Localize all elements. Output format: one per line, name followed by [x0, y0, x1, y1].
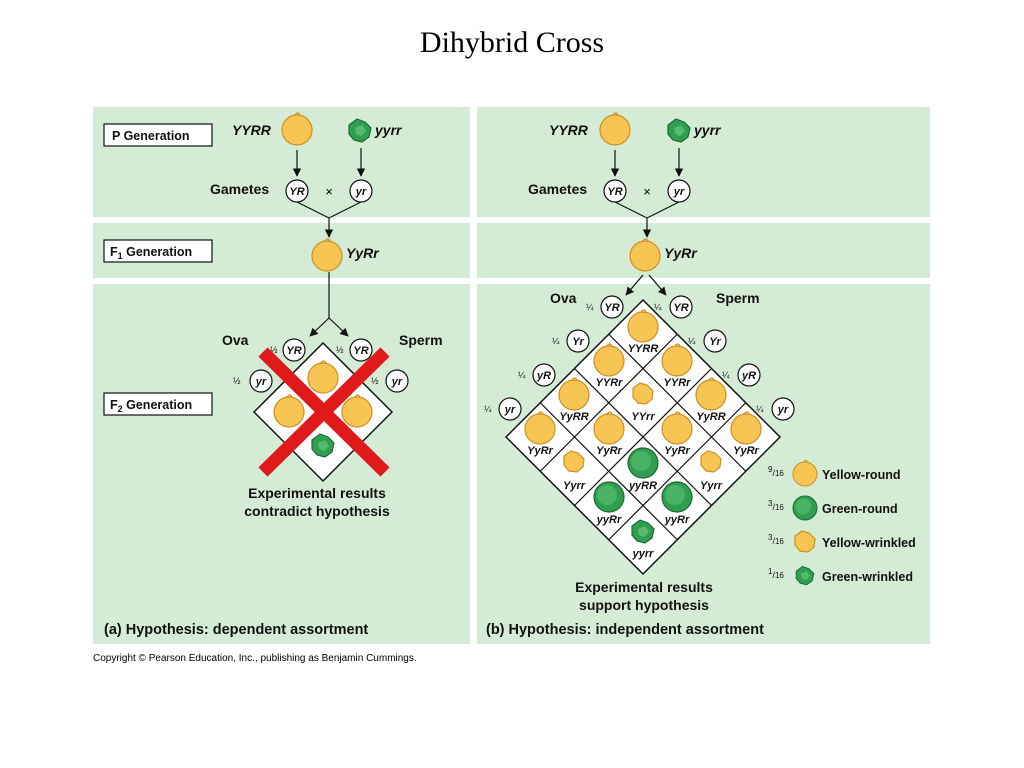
- p-generation-label: P Generation: [103, 123, 213, 147]
- svg-text:support hypothesis: support hypothesis: [579, 597, 709, 613]
- cell-genotype: YYRr: [664, 377, 692, 389]
- svg-text:yr: yr: [391, 376, 403, 388]
- svg-text:YR: YR: [607, 186, 622, 198]
- cell-genotype: YYRR: [628, 343, 659, 355]
- f1-generation-label: F1 Generation: [103, 239, 213, 263]
- svg-text:YR: YR: [286, 345, 301, 357]
- cell-genotype: YyRR: [696, 411, 725, 423]
- svg-text:¼: ¼: [722, 370, 730, 380]
- green-round-pea-icon: [661, 481, 693, 513]
- cell-genotype: Yyrr: [700, 480, 723, 492]
- svg-text:yr: yr: [673, 186, 685, 198]
- panel-a-p-cross: YYRR yyrr Gametes YR × yr: [210, 112, 403, 238]
- red-x-mark-icon: [258, 347, 390, 477]
- cell-genotype: yyRr: [596, 514, 622, 526]
- svg-text:YR: YR: [673, 302, 688, 314]
- svg-text:YyRr: YyRr: [664, 245, 698, 261]
- svg-text:3/16: 3/16: [768, 499, 784, 512]
- panel-a-f1: YyRr: [311, 238, 380, 272]
- svg-text:Sperm: Sperm: [716, 290, 760, 306]
- svg-text:(b)Hypothesis: independent ass: (b)Hypothesis: independent assortment: [486, 622, 764, 638]
- panel-a-f2: Ova Sperm ½ YR ½ YR ½ yr ½ yr Experiment…: [104, 272, 443, 638]
- panel-b-f1: YyRr: [625, 238, 698, 296]
- copyright-notice: Copyright © Pearson Education, Inc., pub…: [93, 653, 417, 664]
- svg-text:yR: yR: [536, 370, 551, 382]
- svg-text:Yr: Yr: [572, 336, 584, 348]
- panel-b-p-cross: YYRR yyrr Gametes YR × yr: [528, 112, 722, 238]
- svg-text:Yellow-wrinkled: Yellow-wrinkled: [822, 536, 916, 550]
- page-title: Dihybrid Cross: [419, 26, 605, 59]
- svg-text:contradict hypothesis: contradict hypothesis: [244, 503, 390, 519]
- svg-text:yr: yr: [255, 376, 267, 388]
- svg-text:1/16: 1/16: [768, 567, 784, 580]
- svg-text:YR: YR: [353, 345, 368, 357]
- svg-text:¼: ¼: [688, 336, 696, 346]
- svg-text:¼: ¼: [756, 404, 764, 414]
- svg-text:Experimental results: Experimental results: [248, 485, 386, 501]
- f2-generation-label: F2 Generation: [103, 392, 213, 416]
- cell-genotype: YyRR: [559, 411, 588, 423]
- panel-a-f2-generation: [93, 284, 470, 644]
- cell-genotype: Yyrr: [563, 480, 586, 492]
- svg-text:yr: yr: [355, 186, 367, 198]
- cell-genotype: yyrr: [632, 548, 655, 560]
- svg-text:P Generation: P Generation: [112, 129, 190, 143]
- cell-genotype: yyRr: [664, 514, 690, 526]
- svg-text:9/16: 9/16: [768, 465, 784, 478]
- cell-genotype: yyRR: [628, 480, 657, 492]
- svg-text:½: ½: [270, 345, 278, 355]
- svg-text:¼: ¼: [654, 302, 662, 312]
- svg-text:Green-round: Green-round: [822, 502, 898, 516]
- phenotype-legend: 9/16 Yellow-round 3/16 Green-round 3/16 …: [768, 459, 916, 586]
- svg-text:3/16: 3/16: [768, 533, 784, 546]
- svg-text:F1 Generation: F1 Generation: [110, 245, 192, 261]
- svg-text:YYRR: YYRR: [549, 122, 589, 138]
- svg-text:¼: ¼: [518, 370, 526, 380]
- panel-b-f1-generation: [477, 223, 930, 278]
- svg-text:¼: ¼: [484, 404, 492, 414]
- svg-text:×: ×: [643, 184, 651, 199]
- cell-genotype: YyRr: [664, 445, 690, 457]
- svg-text:YR: YR: [289, 186, 304, 198]
- svg-text:(a)Hypothesis: dependent assor: (a)Hypothesis: dependent assortment: [104, 622, 368, 638]
- panel-b-p-generation: [477, 107, 930, 217]
- svg-text:×: ×: [325, 184, 333, 199]
- panel-b-f2: Ova Sperm ¼ YR ¼ Yr ¼ yR ¼ yr ¼ YR ¼ Yr …: [484, 290, 916, 638]
- cell-genotype: YYrr: [631, 411, 655, 423]
- svg-text:yyrr: yyrr: [374, 122, 403, 138]
- svg-text:yR: yR: [741, 370, 756, 382]
- svg-text:F2 Generation: F2 Generation: [110, 398, 192, 414]
- svg-text:Experimental results: Experimental results: [575, 579, 713, 595]
- svg-text:Gametes: Gametes: [210, 181, 269, 197]
- svg-text:yr: yr: [777, 404, 789, 416]
- svg-text:½: ½: [233, 376, 241, 386]
- svg-text:Green-wrinkled: Green-wrinkled: [822, 570, 913, 584]
- green-round-pea-icon: [792, 495, 818, 521]
- cell-genotype: YyRr: [733, 445, 759, 457]
- cell-genotype: YyRr: [527, 445, 553, 457]
- svg-text:½: ½: [336, 345, 344, 355]
- cell-genotype: YYRr: [596, 377, 624, 389]
- svg-text:Ova: Ova: [222, 332, 249, 348]
- svg-text:Yr: Yr: [709, 336, 721, 348]
- green-round-pea-icon: [627, 447, 659, 479]
- svg-text:YR: YR: [604, 302, 619, 314]
- svg-text:YyRr: YyRr: [346, 245, 380, 261]
- svg-text:¼: ¼: [552, 336, 560, 346]
- svg-text:¼: ¼: [586, 302, 594, 312]
- svg-text:Yellow-round: Yellow-round: [822, 468, 900, 482]
- svg-text:YYRR: YYRR: [232, 122, 272, 138]
- svg-text:yyrr: yyrr: [693, 122, 722, 138]
- svg-text:½: ½: [371, 376, 379, 386]
- svg-text:Ova: Ova: [550, 290, 577, 306]
- svg-text:Gametes: Gametes: [528, 181, 587, 197]
- svg-text:Sperm: Sperm: [399, 332, 443, 348]
- svg-text:yr: yr: [504, 404, 516, 416]
- cell-genotype: YyRr: [596, 445, 622, 457]
- green-round-pea-icon: [593, 481, 625, 513]
